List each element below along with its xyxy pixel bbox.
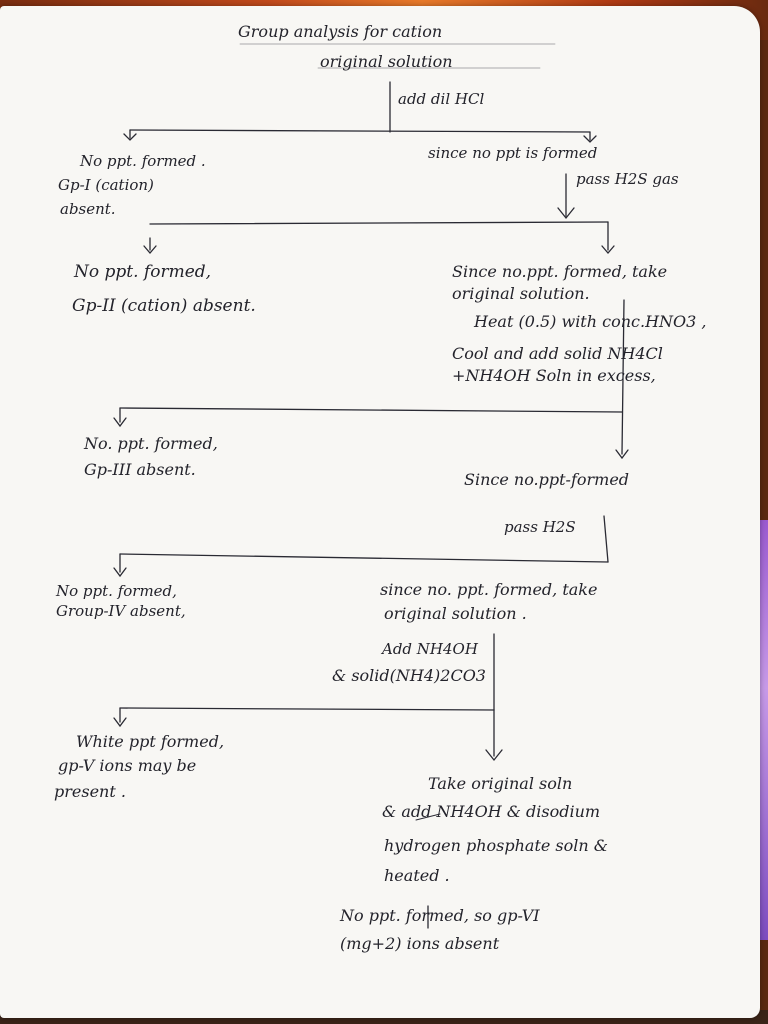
node-line: +NH4OH Soln in excess, (452, 366, 656, 385)
node-no-ppt-right-1: since no ppt is formed (428, 144, 598, 162)
node-line: White ppt formed, (76, 732, 225, 751)
step-add-hcl: add dil HCl (398, 90, 485, 108)
node-line: Since no.ppt. formed, take (452, 262, 668, 281)
node-line: gp-V ions may be (58, 756, 197, 775)
node-line: Take original soln (428, 774, 573, 793)
node-line: absent. (60, 200, 116, 218)
node-line: Group-IV absent, (56, 602, 186, 620)
node-line: original solution. (452, 284, 590, 303)
node-no-ppt-right-3: Since no.ppt-formed (464, 470, 630, 489)
notebook-page: Group analysis for cation original solut… (0, 6, 760, 1018)
node-line: Gp-II (cation) absent. (72, 296, 256, 316)
node-line: No ppt. formed, (74, 262, 212, 282)
step-pass-h2s: pass H2S (504, 518, 576, 536)
page-subtitle: original solution (320, 52, 453, 71)
node-line: original solution . (384, 604, 527, 623)
node-line: Heat (0.5) with conc.HNO3 , (474, 312, 707, 331)
node-line: & add NH4OH & disodium (382, 802, 601, 821)
node-line: hydrogen phosphate soln & (384, 836, 609, 855)
node-line: No ppt. formed . (80, 152, 206, 170)
node-line: Add NH4OH (382, 640, 478, 658)
node-line: Gp-III absent. (84, 460, 196, 479)
node-line: present . (54, 782, 126, 801)
node-line: No. ppt. formed, (84, 434, 218, 453)
node-line: (mg+2) ions absent (340, 934, 500, 953)
flowchart-lines (113, 43, 629, 929)
node-line: Cool and add solid NH4Cl (452, 344, 663, 363)
node-line: No ppt. formed, so gp-VI (340, 906, 540, 925)
page-title: Group analysis for cation (238, 22, 443, 41)
node-line: Gp-I (cation) (58, 176, 154, 194)
node-line: No ppt. formed, (56, 582, 177, 600)
node-line: since no. ppt. formed, take (380, 580, 598, 599)
node-line: & solid(NH4)2CO3 (332, 666, 486, 685)
step-pass-h2s-gas: pass H2S gas (576, 170, 679, 188)
node-line: heated . (384, 866, 450, 885)
